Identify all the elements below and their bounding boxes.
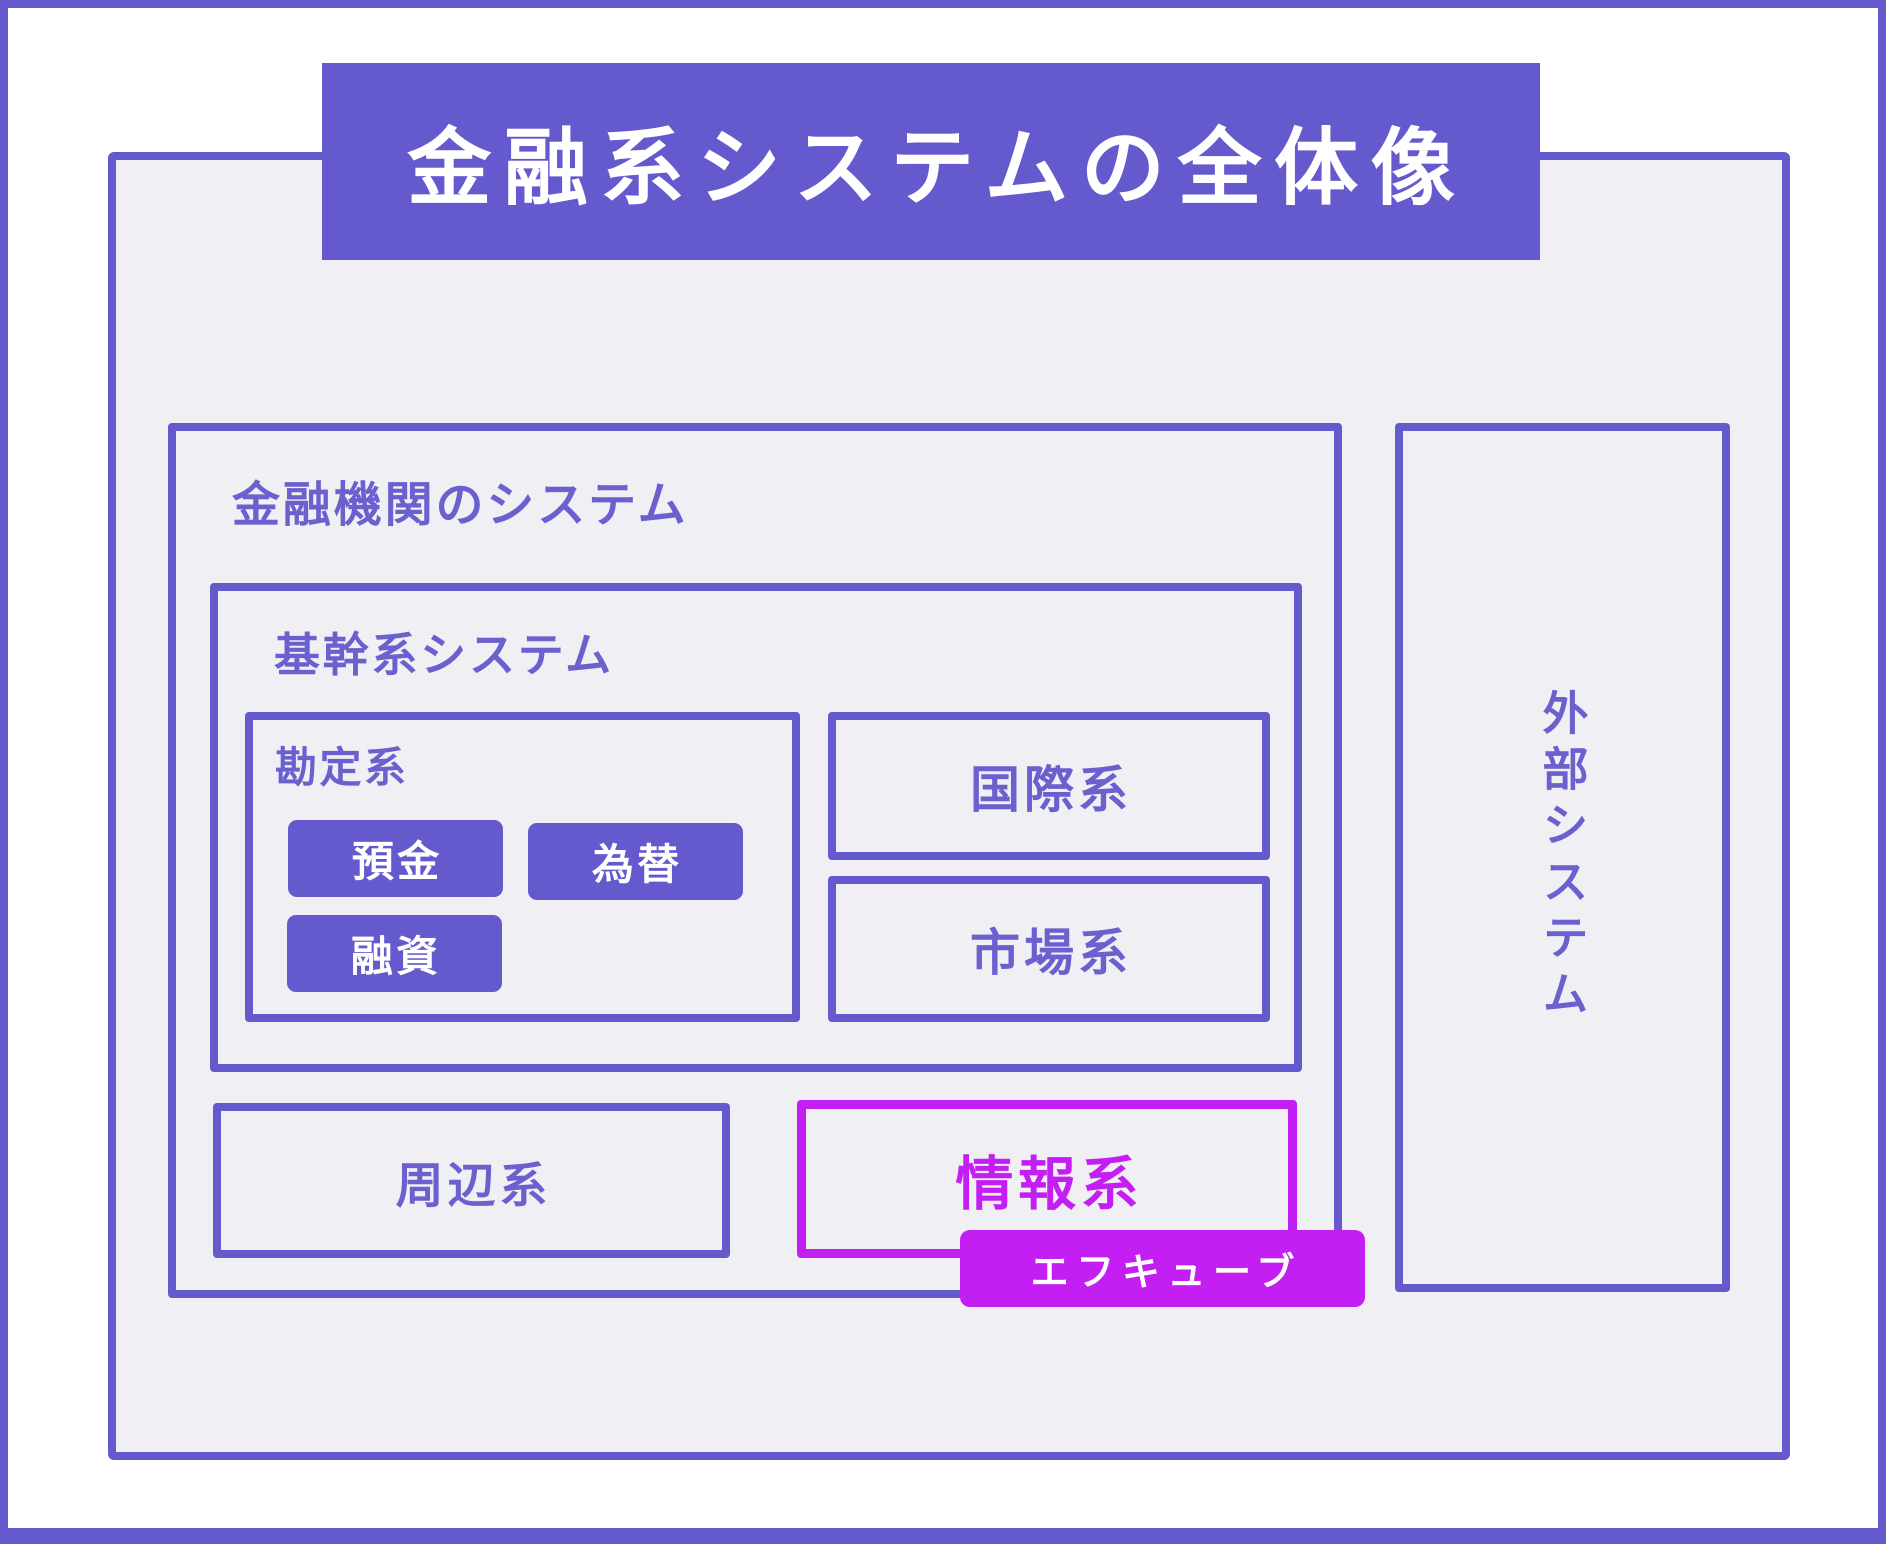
core-system-box: 基幹系システム 勘定系 預金 為替 融資 国際系 市場系 <box>210 583 1302 1072</box>
account-system-box: 勘定系 預金 為替 融資 <box>245 712 800 1022</box>
account-system-label: 勘定系 <box>275 744 409 791</box>
overview-panel <box>108 152 1790 1460</box>
exchange-chip: 為替 <box>528 823 743 900</box>
external-system-box: 外部システム <box>1395 423 1730 1292</box>
peripheral-system-box: 周辺系 <box>213 1103 730 1258</box>
page-title: 金融系システムの全体像 <box>407 121 1468 215</box>
title-banner: 金融系システムの全体像 <box>322 63 1540 260</box>
financial-institution-label: 金融機関のシステム <box>232 479 689 532</box>
fcube-highlight-tag: エフキューブ <box>960 1230 1365 1307</box>
financial-institution-box: 金融機関のシステム 基幹系システム 勘定系 預金 為替 融資 国際系 市場系 周… <box>168 423 1342 1298</box>
core-system-label: 基幹系システム <box>274 629 614 681</box>
external-system-label: 外部システム <box>1536 689 1589 1026</box>
loan-chip: 融資 <box>287 915 502 992</box>
deposit-chip: 預金 <box>288 820 503 897</box>
international-system-box: 国際系 <box>828 712 1270 860</box>
market-system-box: 市場系 <box>828 876 1270 1022</box>
